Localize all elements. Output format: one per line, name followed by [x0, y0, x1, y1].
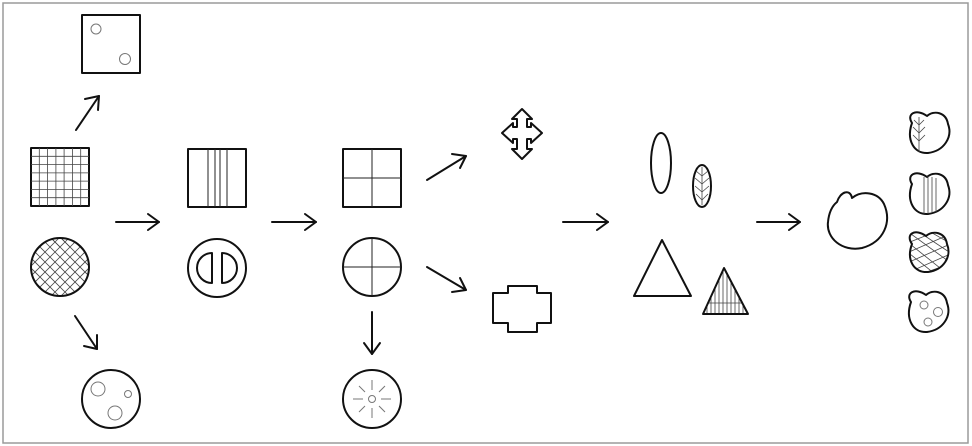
- split-circle-shape: [187, 238, 247, 298]
- quartered-square-shape: [342, 148, 402, 208]
- dotted-blob-shape: [908, 290, 950, 334]
- arrow-down-right-2: [426, 266, 467, 293]
- striped-blob-shape: [909, 172, 951, 216]
- triangle-shape: [633, 239, 692, 297]
- arrow-up-right-2: [426, 153, 467, 181]
- dotted-circle-shape: [81, 369, 141, 429]
- arrow-right-2: [271, 213, 317, 231]
- four-arrow-cross-shape: [501, 108, 543, 160]
- leaf-ellipse-shape: [692, 164, 712, 208]
- leaf-blob-shape: [909, 111, 951, 155]
- ellipse-shape: [650, 132, 672, 194]
- arrow-right-3: [562, 213, 609, 231]
- sunburst-circle-shape: [342, 369, 402, 429]
- arrow-right-4: [756, 213, 801, 231]
- arrow-down: [363, 311, 381, 355]
- blob-shape: [826, 191, 888, 250]
- arrow-right-1: [115, 213, 160, 231]
- crosshatch-blob-shape: [908, 231, 950, 274]
- dotted-square-shape: [81, 14, 141, 74]
- quartered-circle-shape: [342, 237, 402, 297]
- grid-square-shape: [30, 147, 90, 207]
- arrow-down-right: [74, 315, 98, 350]
- crosshatch-circle-shape: [30, 237, 90, 297]
- plus-cross-shape: [492, 285, 552, 333]
- vertical-lines-square-shape: [187, 148, 247, 208]
- arrow-up-right: [75, 95, 100, 131]
- hatched-triangle-shape: [702, 267, 749, 315]
